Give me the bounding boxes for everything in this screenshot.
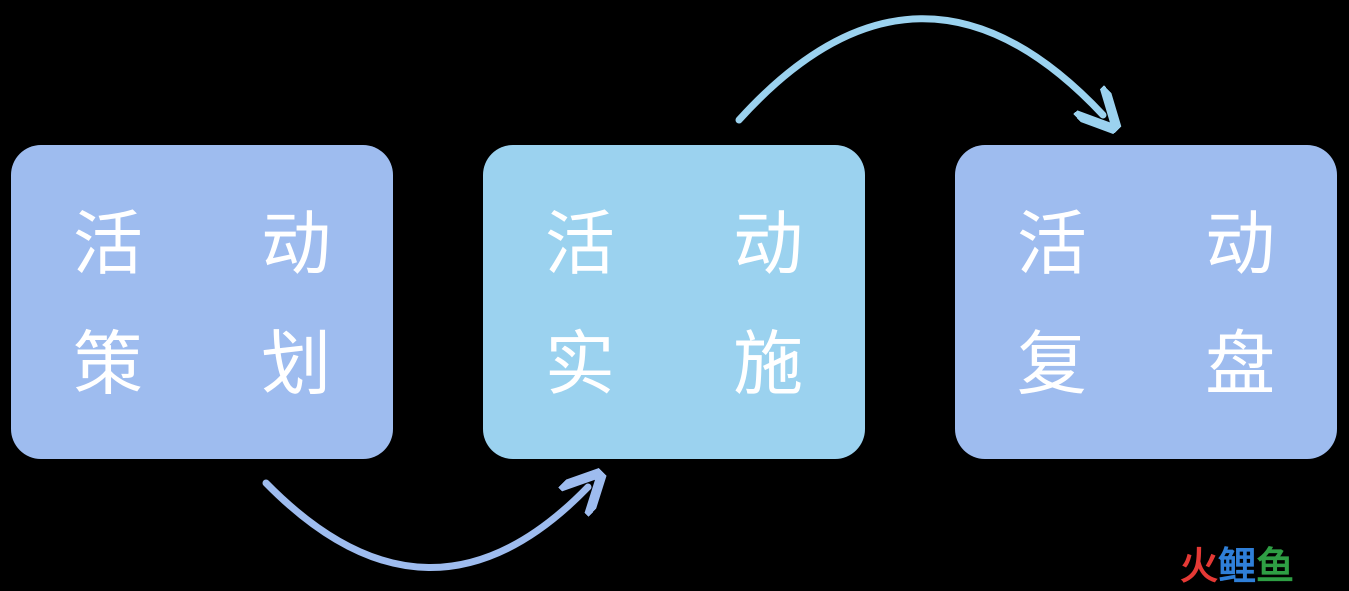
watermark-logo: 火 鲤 鱼 [1180,546,1294,586]
step-label-line1: 活 动 [72,203,380,285]
watermark-char-3: 鱼 [1256,544,1295,588]
step-label-line2: 实 施 [544,323,852,405]
step-box-planning: 活 动 策 划 [11,145,393,459]
step-box-review: 活 动 复 盘 [955,145,1337,459]
watermark-char-2: 鲤 [1218,544,1257,588]
step-label-line2: 复 盘 [1016,323,1324,405]
step-label-line2: 策 划 [72,323,380,405]
arrow-execute-to-review [735,15,1103,120]
watermark-char-1: 火 [1180,544,1219,588]
arrow-plan-to-execute [262,483,588,571]
step-box-execution: 活 动 实 施 [483,145,865,459]
step-label-line1: 活 动 [544,203,852,285]
step-label-line1: 活 动 [1016,203,1324,285]
